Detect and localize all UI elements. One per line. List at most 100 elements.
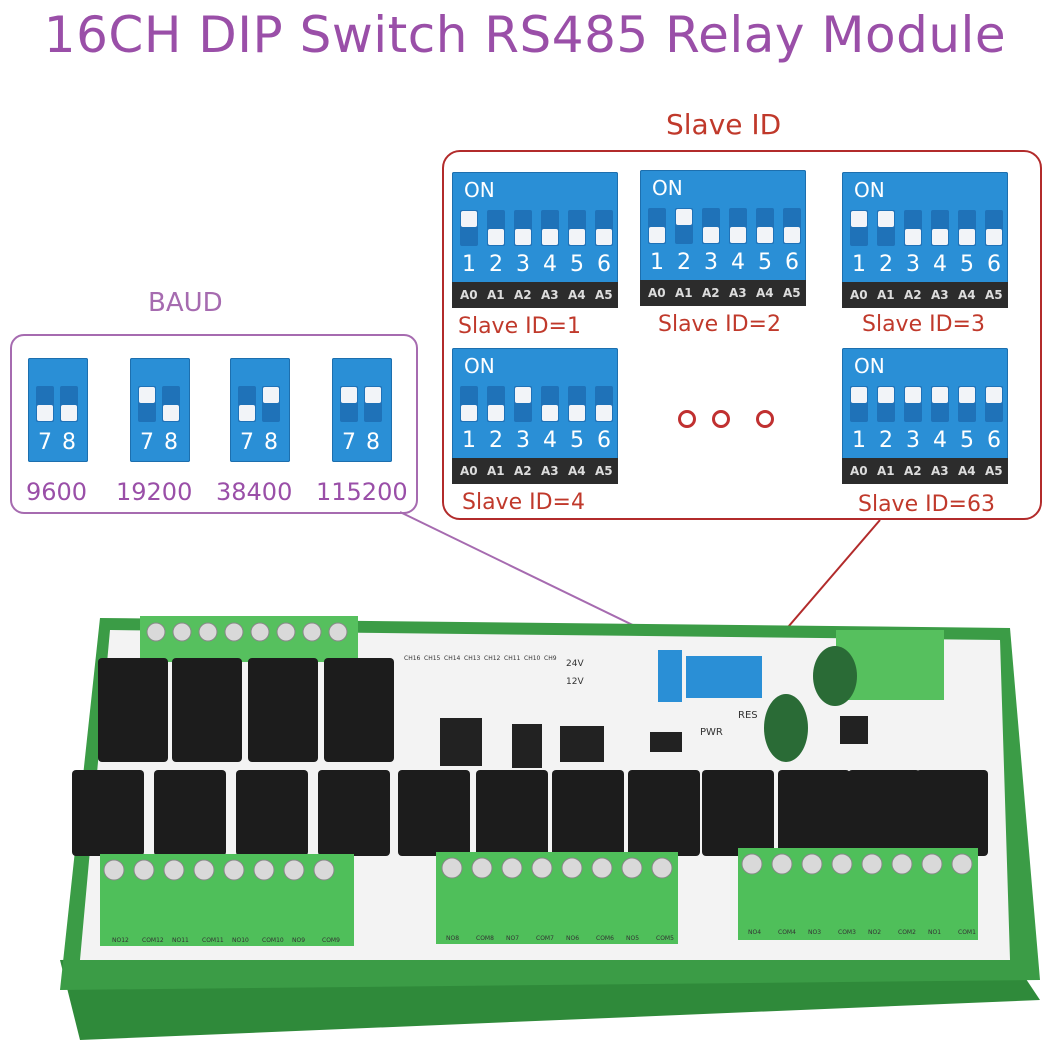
channel-label: CH15: [424, 655, 441, 662]
switch-number: 6: [785, 250, 799, 275]
dip-switch-lever: [904, 210, 922, 246]
address-label: A2: [702, 286, 720, 300]
terminal-label: NO2: [868, 929, 881, 936]
terminal-label: COM3: [838, 929, 856, 936]
dip-switch-lever: [648, 208, 666, 244]
switch-number: 4: [933, 252, 947, 277]
ic-chip: [650, 732, 682, 752]
switch-number: 2: [879, 428, 893, 453]
switch-number: 6: [597, 252, 611, 277]
terminal-screw: [651, 857, 673, 879]
switch-number: 2: [489, 252, 503, 277]
switch-number: 5: [570, 428, 584, 453]
dip-switch-lever: [340, 386, 358, 422]
dip-switch-lever: [702, 208, 720, 244]
switch-number: 7: [240, 430, 254, 455]
relay: [98, 658, 168, 762]
terminal-screw: [163, 859, 185, 881]
dip-switch-lever: [36, 386, 54, 422]
switch-number: 3: [906, 428, 920, 453]
address-label: A5: [985, 288, 1003, 302]
ellipsis-dot: [756, 410, 774, 428]
switch-number: 2: [489, 428, 503, 453]
capacitor: [813, 646, 857, 706]
address-label: A0: [850, 464, 868, 478]
channel-label: CH16: [404, 655, 421, 662]
terminal-label: NO3: [808, 929, 821, 936]
top-terminal-block: [140, 616, 358, 662]
baud-heading: BAUD: [148, 288, 223, 318]
switch-number: 2: [677, 250, 691, 275]
switch-number: 4: [543, 252, 557, 277]
address-label: A5: [595, 288, 613, 302]
terminal-screw: [831, 853, 853, 875]
address-label: A3: [729, 286, 747, 300]
address-label: A1: [877, 288, 895, 302]
dip-switch-lever: [850, 386, 868, 422]
dip-on-label: ON: [464, 354, 495, 378]
switch-number: 8: [264, 430, 278, 455]
dip-switch-lever: [541, 386, 559, 422]
terminal-label: COM2: [898, 929, 916, 936]
baud-rate-38400: 38400: [216, 478, 293, 506]
dip-switch-lever: [985, 386, 1003, 422]
dip-on-label: ON: [854, 178, 885, 202]
channel-label: CH11: [504, 655, 521, 662]
switch-number: 8: [366, 430, 380, 455]
address-label: A4: [958, 464, 976, 478]
channel-label: CH9: [544, 655, 557, 662]
terminal-label: COM9: [322, 937, 340, 944]
channel-label: CH13: [464, 655, 481, 662]
relay: [702, 770, 774, 856]
channel-label: CH14: [444, 655, 461, 662]
switch-number: 3: [906, 252, 920, 277]
terminal-screw: [921, 853, 943, 875]
power-option-12v: 12V: [566, 677, 584, 687]
baud-rate-115200: 115200: [316, 478, 408, 506]
dip-switch-lever: [595, 210, 613, 246]
relay: [318, 770, 390, 856]
dip-switch-lever: [877, 386, 895, 422]
terminal-label: NO5: [626, 935, 639, 942]
terminal-screw: [276, 622, 296, 642]
terminal-screw: [561, 857, 583, 879]
ic-chip: [840, 716, 868, 744]
dip-switch-lever: [985, 210, 1003, 246]
terminal-screw: [313, 859, 335, 881]
status-label-pwr: PWR: [700, 727, 723, 738]
address-label: A3: [931, 464, 949, 478]
dip-switch-lever: [60, 386, 78, 422]
terminal-screw: [861, 853, 883, 875]
ic-chip: [440, 718, 482, 766]
dip-switch-lever: [958, 386, 976, 422]
terminal-label: NO7: [506, 935, 519, 942]
terminal-screw: [172, 622, 192, 642]
terminal-screw: [283, 859, 305, 881]
switch-number: 1: [852, 252, 866, 277]
terminal-screw: [302, 622, 322, 642]
terminal-screw: [501, 857, 523, 879]
terminal-label: NO4: [748, 929, 761, 936]
dip-switch-lever: [904, 386, 922, 422]
dip-switch-lever: [162, 386, 180, 422]
relay: [154, 770, 226, 856]
slave-label-4: Slave ID=4: [462, 490, 585, 515]
address-label: A2: [514, 464, 532, 478]
terminal-screw: [951, 853, 973, 875]
relay: [236, 770, 308, 856]
terminal-screw: [441, 857, 463, 879]
relay: [172, 658, 242, 762]
switch-number: 8: [62, 430, 76, 455]
terminal-label: COM11: [202, 937, 224, 944]
relay: [248, 658, 318, 762]
